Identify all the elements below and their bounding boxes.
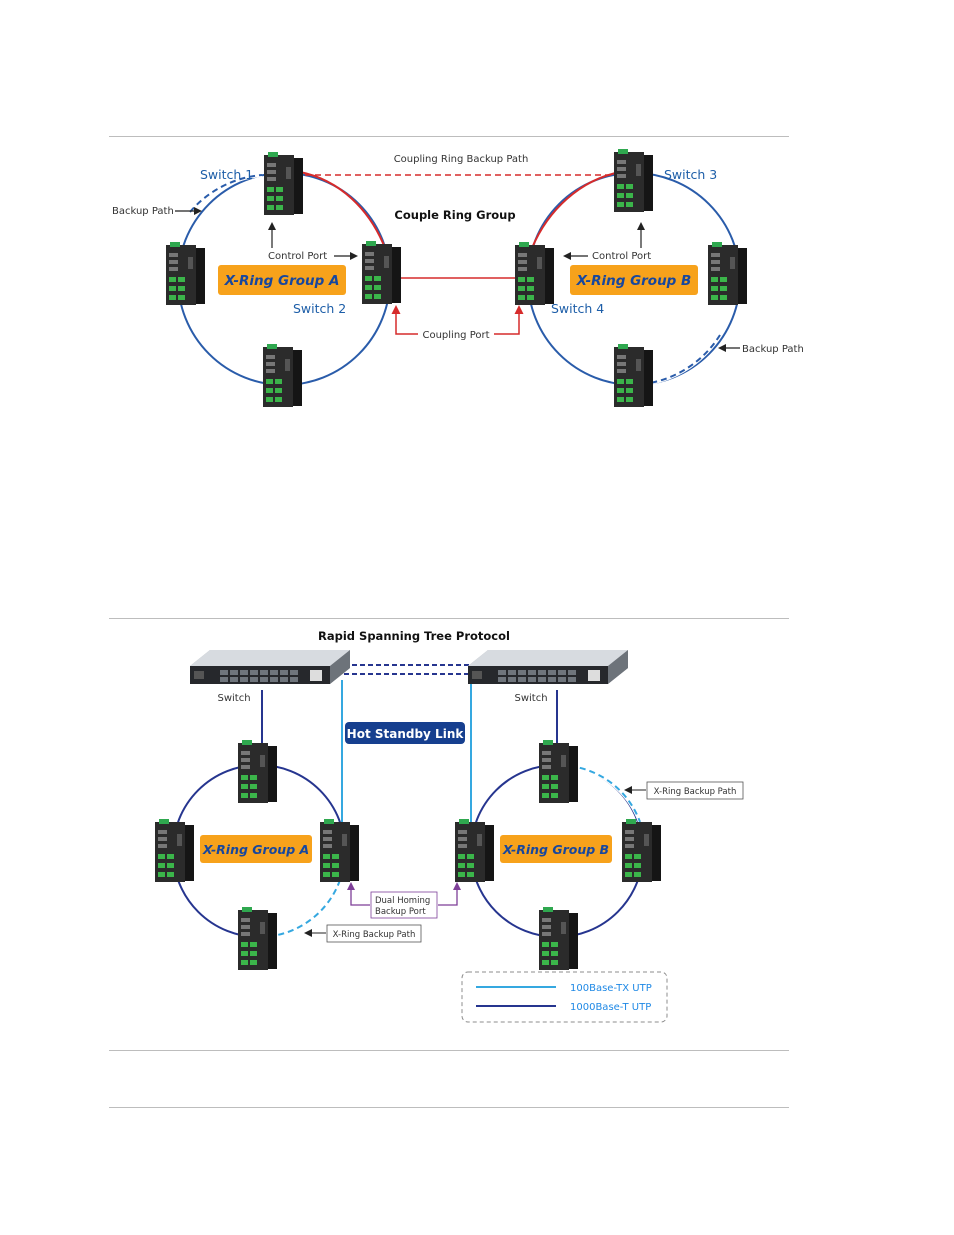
rack-switch-left-label: Switch	[217, 693, 250, 704]
ring-b2-backup-gap	[569, 764, 642, 823]
top-rule-2	[109, 618, 789, 619]
coupling-red-left	[299, 171, 386, 249]
backup-path-left-label: Backup Path	[112, 206, 174, 217]
rack-switch-right	[468, 650, 628, 684]
ring-b2-top-device	[539, 740, 578, 803]
switch-right-device	[708, 242, 747, 305]
diagram-rstp: Rapid Spanning Tree Protocol Switch Swit…	[155, 629, 744, 1023]
ring-a2-backup-dash	[271, 879, 341, 937]
ring-a2-left-device	[155, 819, 194, 882]
control-port-left-label: Control Port	[268, 251, 327, 262]
dual-homing-arrow-left	[347, 882, 370, 906]
rstp-title: Rapid Spanning Tree Protocol	[318, 629, 510, 643]
coupling-port-arrow-right	[494, 305, 524, 335]
switch-1-device	[264, 152, 303, 215]
ring-a2-bottom-device	[238, 907, 277, 970]
bottom-rule-1	[109, 1050, 789, 1051]
rack-switch-left	[190, 650, 350, 684]
group-b2-label: X-Ring Group B	[502, 842, 609, 857]
switch-4-device	[515, 242, 554, 305]
xring-backup-right-box	[646, 781, 744, 800]
hot-standby-box	[345, 722, 465, 744]
group-a2-box	[200, 835, 312, 863]
group-b-box	[570, 265, 698, 295]
switch-bottom-a-device	[263, 344, 302, 407]
switch-4-label: Switch 4	[551, 301, 604, 316]
coupling-port-label: Coupling Port	[422, 330, 489, 341]
switch-1-label: Switch 1	[200, 167, 253, 182]
ring-a2-top-device	[238, 740, 277, 803]
ring-b2-right-device	[622, 819, 661, 882]
ring-b2-left-device	[455, 819, 494, 882]
couple-ring-group-label: Couple Ring Group	[394, 208, 515, 222]
legend-1000-label: 1000Base-T UTP	[570, 1002, 651, 1013]
dual-homing-arrow-right	[438, 882, 461, 906]
switch-2-label: Switch 2	[293, 301, 346, 316]
top-rule-1	[109, 136, 789, 137]
backup-path-right-label: Backup Path	[742, 344, 804, 355]
group-a2-label: X-Ring Group A	[202, 842, 309, 857]
group-a-label: X-Ring Group A	[224, 273, 340, 289]
group-b-label: X-Ring Group B	[576, 273, 692, 289]
switch-3-label: Switch 3	[664, 167, 717, 182]
switch-bottom-b-device	[614, 344, 653, 407]
ring-b-backup-dash	[649, 334, 721, 384]
dual-homing-line1: Dual Homing	[375, 896, 430, 906]
switch-3-device	[614, 149, 653, 212]
switch-2-device	[362, 241, 401, 304]
dual-homing-line2: Backup Port	[375, 907, 426, 917]
group-b2-box	[500, 835, 612, 863]
xring-backup-left-label: X-Ring Backup Path	[333, 930, 416, 940]
legend-100-label: 100Base-TX UTP	[570, 983, 652, 994]
xring-backup-left-box	[326, 924, 422, 943]
xring-backup-right-label: X-Ring Backup Path	[654, 787, 737, 797]
switch-left-device	[166, 242, 205, 305]
coupling-port-arrow-left	[391, 305, 418, 335]
legend-box	[461, 971, 668, 1023]
rack-switch-right-label: Switch	[514, 693, 547, 704]
ring-a2-right-device	[320, 819, 359, 882]
control-port-right-label: Control Port	[592, 251, 651, 262]
coupling-backup-label: Coupling Ring Backup Path	[394, 154, 529, 165]
bottom-rule-2	[109, 1107, 789, 1108]
group-a-box	[218, 265, 346, 295]
coupling-red-right	[531, 171, 621, 249]
ring-b2-bottom-device	[539, 907, 578, 970]
dual-homing-box	[370, 891, 438, 919]
ring-b2-backup-dash	[569, 765, 641, 823]
hot-standby-label: Hot Standby Link	[347, 727, 465, 741]
ring-a-backup-dash	[189, 174, 263, 213]
diagram-couple-ring: X-Ring Group A X-Ring Group B Coupling R…	[112, 149, 804, 407]
ring-b-backup-gap	[649, 333, 722, 385]
